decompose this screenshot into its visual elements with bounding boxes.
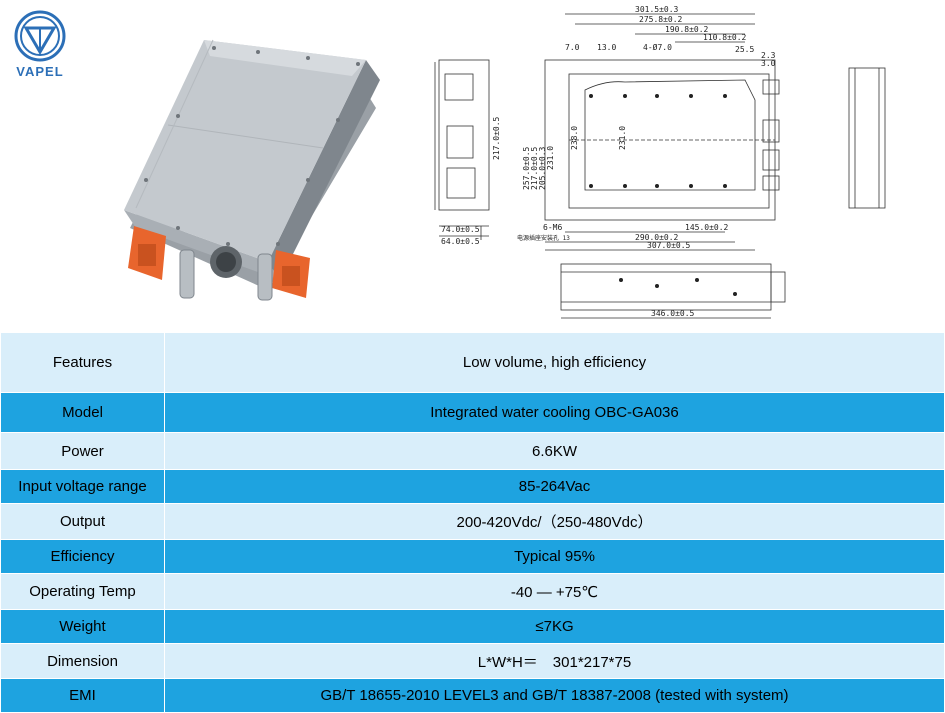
spec-row-power: Power 6.6KW — [0, 432, 945, 470]
spec-label: EMI — [0, 678, 165, 713]
spec-value: Low volume, high efficiency — [164, 332, 945, 393]
spec-label: Model — [0, 392, 165, 433]
spec-value: ≤7KG — [164, 609, 945, 644]
spec-row-features: Features Low volume, high efficiency — [0, 332, 945, 393]
logo-text: VAPEL — [16, 64, 64, 79]
spec-label: Output — [0, 503, 165, 540]
dim-side-2: 205.0±0.3 — [538, 146, 547, 190]
spec-value: GB/T 18655-2010 LEVEL3 and GB/T 18387-20… — [164, 678, 945, 713]
spec-value: 200-420Vdc/（250-480Vdc） — [164, 503, 945, 540]
spec-row-operating-temp: Operating Temp -40 — +75℃ — [0, 573, 945, 610]
spec-row-emi: EMI GB/T 18655-2010 LEVEL3 and GB/T 1838… — [0, 678, 945, 713]
spec-label: Efficiency — [0, 539, 165, 574]
spec-row-efficiency: Efficiency Typical 95% — [0, 539, 945, 574]
product-photo — [118, 30, 398, 310]
spec-value: Integrated water cooling OBC-GA036 — [164, 392, 945, 433]
dim-lower-view: 346.0±0.5 — [651, 309, 695, 318]
dim-bottom-4: 290.0±0.2 — [635, 233, 679, 242]
technical-drawing: 301.5±0.3 275.8±0.2 190.8±0.2 110.8±0.2 … — [425, 0, 945, 330]
dim-top-5: 25.5 — [735, 45, 754, 54]
dim-top-0: 301.5±0.3 — [635, 5, 679, 14]
spec-label: Operating Temp — [0, 573, 165, 610]
spec-label: Power — [0, 432, 165, 470]
dim-bottom-1: 64.0±0.5 — [441, 237, 480, 246]
dim-top-3: 110.8±0.2 — [703, 33, 747, 42]
spec-table: Features Low volume, high efficiency Mod… — [0, 332, 945, 713]
dim-top-2: 190.8±0.2 — [665, 25, 709, 34]
spec-label: Features — [0, 332, 165, 393]
dim-left-0: 217.0±0.5 — [492, 116, 501, 160]
dim-bottom-0: 74.0±0.5 — [441, 225, 480, 234]
spec-row-input-voltage: Input voltage range 85-264Vac — [0, 469, 945, 504]
spec-value: -40 — +75℃ — [164, 573, 945, 610]
spec-label: Input voltage range — [0, 469, 165, 504]
dim-top-8: 7.0 — [565, 43, 580, 52]
spec-value: 6.6KW — [164, 432, 945, 470]
dim-top-7: 3.0 — [761, 59, 776, 68]
dim-side-0: 257.0±0.5 — [522, 146, 531, 190]
spec-row-output: Output 200-420Vdc/（250-480Vdc） — [0, 503, 945, 540]
dim-side-1: 217.0±0.5 — [530, 146, 539, 190]
spec-row-dimension: Dimension L*W*H＝ 301*217*75 — [0, 643, 945, 679]
dim-inner-0: 238.0 — [570, 126, 579, 150]
spec-label: Weight — [0, 609, 165, 644]
dim-bottom-5: 307.0±0.5 — [647, 241, 691, 250]
logo-emblem-icon — [14, 10, 66, 62]
dim-top-9: 13.0 — [597, 43, 616, 52]
dim-inner-1: 231.0 — [618, 126, 627, 150]
dim-top-4: 4-Ø7.0 — [643, 42, 672, 52]
vapel-logo: VAPEL — [8, 8, 72, 80]
spec-label: Dimension — [0, 643, 165, 679]
dim-side-3: 231.0 — [546, 146, 555, 170]
dim-bottom-3: 145.0±0.2 — [685, 223, 729, 232]
spec-row-model: Model Integrated water cooling OBC-GA036 — [0, 392, 945, 433]
dim-top-1: 275.8±0.2 — [639, 15, 683, 24]
dim-bottom-2: 6-M6 — [543, 223, 562, 232]
dim-top-6: 2.3 — [761, 51, 776, 60]
spec-value: L*W*H＝ 301*217*75 — [164, 643, 945, 679]
spec-value: Typical 95% — [164, 539, 945, 574]
drawing-note: 电源插座安装孔 13 — [517, 234, 570, 242]
spec-value: 85-264Vac — [164, 469, 945, 504]
spec-row-weight: Weight ≤7KG — [0, 609, 945, 644]
